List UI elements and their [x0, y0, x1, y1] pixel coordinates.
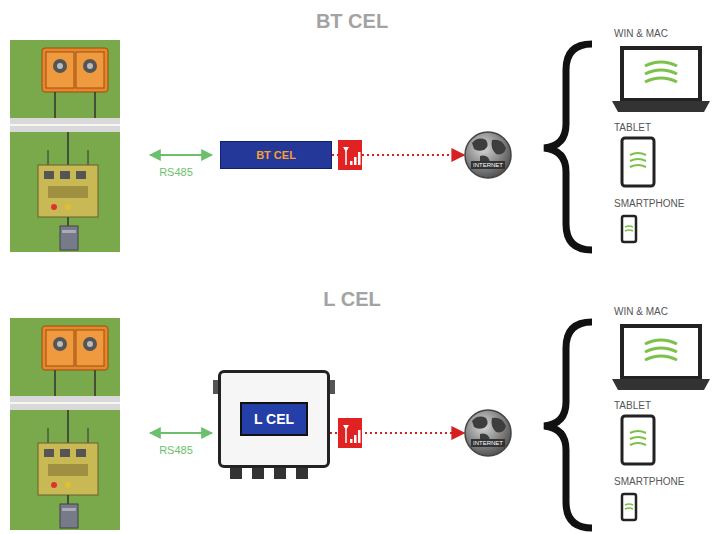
row-bt: [10, 40, 710, 252]
node-text: INTERNET: [471, 439, 505, 447]
node-text: WIN & MAC: [614, 306, 668, 318]
label-text: BT CEL: [316, 10, 388, 32]
tablet-device: TABLET: [612, 400, 672, 466]
node-text: INTERNET: [471, 161, 505, 169]
section-title: BT CEL: [316, 10, 388, 33]
node-text: SMARTPHONE: [614, 476, 684, 488]
node-text: BT CEL: [256, 149, 296, 161]
bus-label: RS485: [159, 162, 193, 180]
label-text: RS485: [159, 444, 193, 456]
computer-device: WIN & MAC: [612, 306, 712, 392]
tablet-device: TABLET: [612, 122, 672, 188]
section-title: L CEL: [323, 288, 380, 311]
node-text: WIN & MAC: [614, 28, 668, 40]
internet-globe: INTERNET: [464, 409, 512, 457]
gateway-box: BT CEL: [220, 141, 332, 169]
label-text: L CEL: [323, 288, 380, 310]
node-text: L CEL: [240, 402, 308, 436]
internet-globe: INTERNET: [464, 131, 512, 179]
phone-device: SMARTPHONE: [612, 476, 702, 522]
node-text: TABLET: [614, 122, 651, 134]
node-text: SMARTPHONE: [614, 198, 684, 210]
node-text: TABLET: [614, 400, 651, 412]
computer-device: WIN & MAC: [612, 28, 712, 114]
phone-device: SMARTPHONE: [612, 198, 702, 244]
bus-label: RS485: [159, 440, 193, 458]
gateway-housing: L CEL: [218, 370, 330, 468]
label-text: RS485: [159, 166, 193, 178]
row-l: [10, 318, 710, 530]
